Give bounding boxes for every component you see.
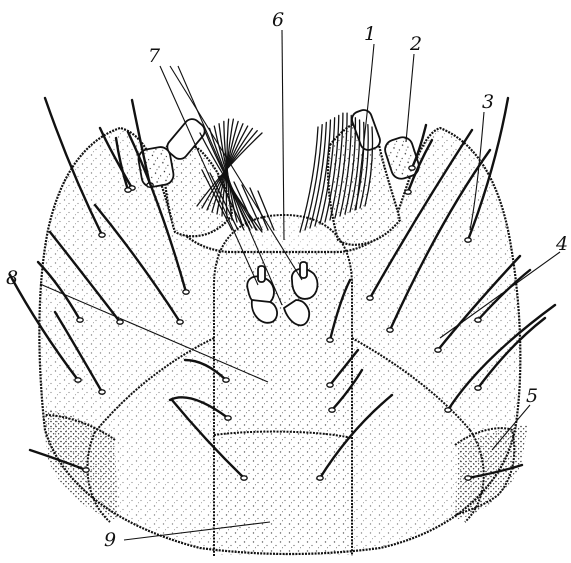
seta-socket	[77, 318, 83, 322]
seta-socket	[367, 296, 373, 300]
seta-socket	[387, 328, 393, 332]
seta-socket	[435, 348, 441, 352]
label-4: 4	[555, 233, 568, 255]
seta-socket	[445, 408, 451, 412]
seta-socket	[177, 320, 183, 324]
seta-socket	[317, 476, 323, 480]
seta-socket	[405, 190, 411, 194]
seta-socket	[327, 383, 333, 387]
label-7: 7	[148, 45, 161, 67]
seta-socket	[223, 378, 229, 382]
seta-socket	[117, 320, 123, 324]
label-8: 8	[6, 267, 18, 289]
seta-socket	[75, 378, 81, 382]
seta-socket	[183, 290, 189, 294]
seta-socket	[99, 233, 105, 237]
label-6: 6	[272, 9, 284, 31]
label-2: 2	[409, 33, 422, 55]
label-9: 9	[104, 529, 116, 551]
seta-socket	[329, 408, 335, 412]
seta-socket	[83, 468, 89, 472]
seta-socket	[475, 386, 481, 390]
seta-socket	[465, 238, 471, 242]
label-5: 5	[526, 385, 538, 407]
seta-socket	[125, 188, 131, 192]
label-3: 3	[482, 91, 494, 113]
seta-socket	[99, 390, 105, 394]
seta-socket	[327, 338, 333, 342]
seta-socket	[409, 166, 415, 170]
seta-socket	[465, 476, 471, 480]
label-1: 1	[364, 23, 376, 45]
seta-socket	[225, 416, 231, 420]
seta-socket	[475, 318, 481, 322]
seta-socket	[241, 476, 247, 480]
